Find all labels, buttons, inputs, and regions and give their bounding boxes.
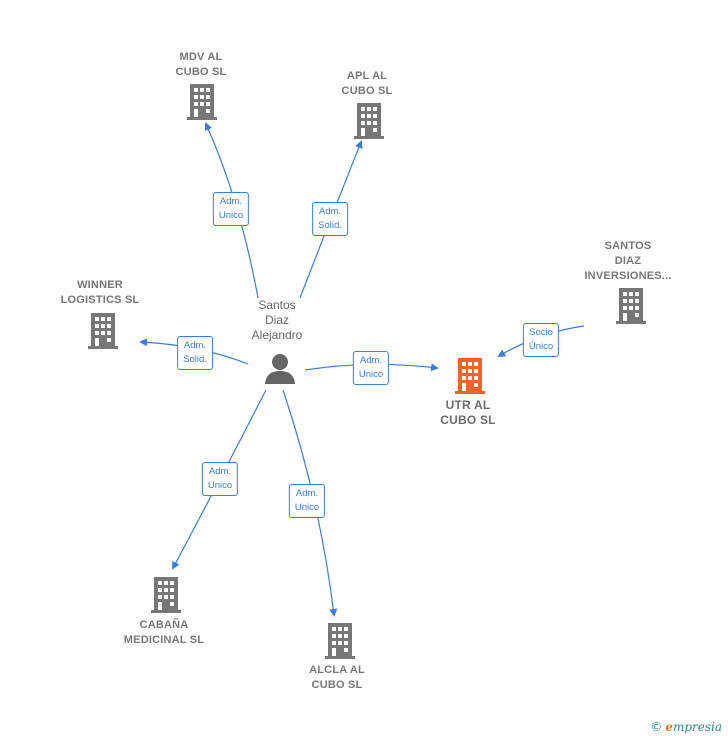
edge-label-line: Socio [529,327,553,338]
brand-initial: e [665,720,673,734]
company-label-mdv[interactable]: MDV AL CUBO SL [176,50,227,80]
copyright-symbol: © [650,720,663,734]
company-name-line: LOGISTICS SL [60,294,140,306]
person-icon [265,354,295,384]
edge-label-line: Unico [294,502,320,513]
person-name-line: Alejandro [251,328,303,342]
company-label-winner[interactable]: WINNER LOGISTICS SL [61,278,140,308]
edge-label-to-cabana[interactable]: Adm. Unico [201,462,239,496]
company-label-alcla[interactable]: ALCLA AL CUBO SL [309,663,365,693]
building-icon-apl [354,103,384,139]
company-name-line: APL AL [346,70,388,82]
brand-watermark[interactable]: ©empresia [650,720,722,734]
edge-label-line: Solid. [183,354,207,365]
company-name-line: CUBO SL [440,413,496,427]
company-name-line: INVERSIONES... [584,270,672,282]
company-name-line: MEDICINAL SL [123,634,205,646]
building-icon-santos-diaz-inv [616,288,646,324]
building-icon-utr [455,358,485,394]
edge-label-line: Adm. [183,340,207,351]
edge-label-to-winner[interactable]: Adm. Solid. [177,336,213,370]
building-icon-cabana [151,577,181,613]
company-name-line: SANTOS [604,240,652,252]
company-name-line: CUBO SL [311,679,363,691]
building-icon-winner [88,313,118,349]
company-name-line: DIAZ [614,255,642,267]
company-name-line: UTR AL [445,398,491,412]
edge-label-to-apl[interactable]: Adm. Solid. [312,202,348,236]
person-name-line: Santos [258,298,296,312]
edge-label-line: Adm. [359,355,383,366]
edge-label-line: Unico [358,369,384,380]
company-name-line: MDV AL [179,51,223,63]
company-label-cabana[interactable]: CABAÑA MEDICINAL SL [124,618,204,648]
person-label[interactable]: Santos Diaz Alejandro [252,298,303,343]
building-icon-alcla [325,623,355,659]
brand-name: mpresia [672,720,722,734]
edge-label-to-utr[interactable]: Adm. Unico [352,351,390,385]
person-name-line: Diaz [264,313,290,327]
edge-label-line: Adm. [208,466,232,477]
edge-label-line: Unico [207,480,233,491]
edge-label-inv-to-utr[interactable]: Socio Único [522,323,560,357]
building-icon-mdv [187,84,217,120]
company-name-line: WINNER [77,279,123,291]
edge-label-line: Adm. [295,488,319,499]
edge-label-to-alcla[interactable]: Adm. Unico [288,484,326,518]
company-label-santos-diaz-inv[interactable]: SANTOS DIAZ INVERSIONES... [584,239,671,284]
company-name-line: CUBO SL [341,85,393,97]
edge-label-line: Adm. [318,206,342,217]
company-name-line: CABAÑA [139,619,189,631]
edge-label-line: Único [528,341,554,352]
edge-label-line: Unico [218,210,244,221]
edge-label-to-mdv[interactable]: Adm. Unico [212,192,250,226]
company-name-line: CUBO SL [175,66,227,78]
company-label-utr[interactable]: UTR AL CUBO SL [440,398,495,428]
edge-label-line: Adm. [219,196,243,207]
company-label-apl[interactable]: APL AL CUBO SL [342,69,393,99]
company-name-line: ALCLA AL [309,664,365,676]
edge-label-line: Solid. [318,220,342,231]
